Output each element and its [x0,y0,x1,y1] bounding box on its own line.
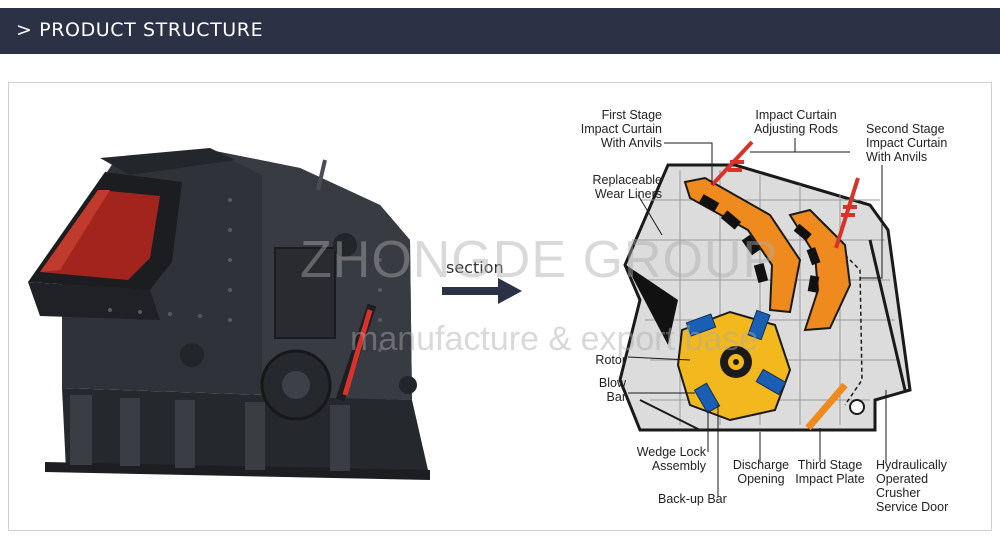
label-service-door: Hydraulically Operated Crusher Service D… [876,458,949,514]
label-first-stage: First Stage Impact Curtain With Anvils [580,108,662,150]
watermark-brand: ZHONGDE GROUP [300,231,779,289]
label-rotor: Rotor [595,353,626,367]
arrow-right-icon [442,278,522,304]
header-bar: > PRODUCT STRUCTURE [0,8,1000,54]
label-wedge-lock: Wedge Lock Assembly [636,445,706,473]
label-adjusting-rods: Impact Curtain Adjusting Rods [753,108,839,136]
label-discharge: Discharge Opening [732,458,790,486]
section-label: section [446,258,504,277]
watermark-sub: manufacture & export base [350,320,759,358]
label-blow-bar: Blow Bar [598,376,626,404]
label-wear-liners: Replaceable Wear Liners [592,173,663,201]
label-second-stage: Second Stage Impact Curtain With Anvils [866,122,948,164]
label-third-stage: Third Stage Impact Plate [795,458,865,486]
page-title: > PRODUCT STRUCTURE [16,19,264,41]
label-backup-bar: Back-up Bar [658,492,727,506]
